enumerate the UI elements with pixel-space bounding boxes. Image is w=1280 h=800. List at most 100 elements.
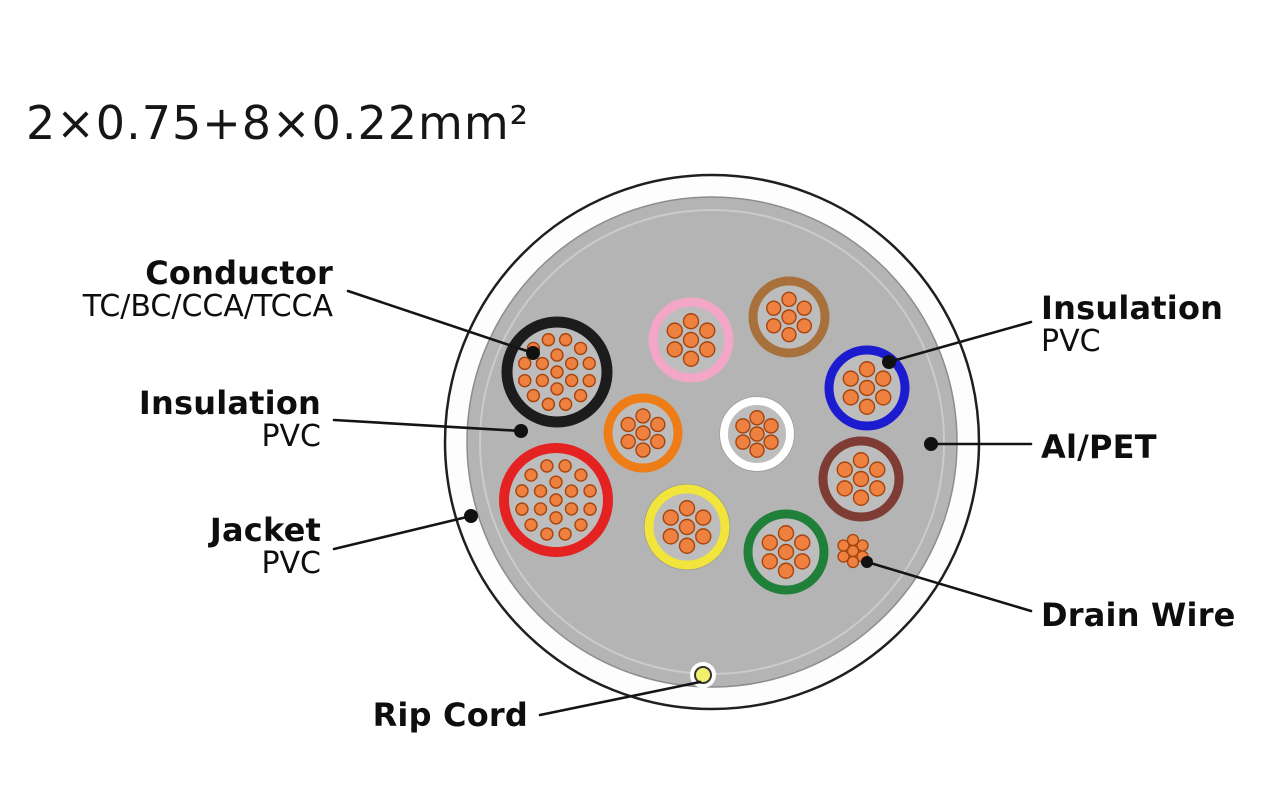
wire-yellow	[643, 483, 731, 571]
wire-yellow-strand	[678, 537, 696, 554]
wire-black-strand	[582, 356, 596, 371]
drain-wire-strand	[856, 539, 869, 552]
wire-orange-strand	[635, 442, 651, 458]
wire-red-strand	[549, 511, 563, 525]
leader-dot-drain-wire	[861, 556, 873, 568]
wire-red-strand	[524, 518, 538, 532]
wire-red	[499, 443, 613, 557]
wire-blue-strand	[842, 370, 859, 387]
wire-pink-strand	[666, 322, 683, 339]
wire-brown-strand	[766, 300, 782, 316]
wire-orange	[603, 393, 683, 473]
label-jacket-title: Jacket	[209, 511, 321, 549]
wire-red-strand	[583, 502, 597, 516]
leader-dot-al-pet	[924, 437, 938, 451]
wire-red-strand	[515, 502, 529, 516]
wire-green	[743, 509, 829, 595]
leader-line-insulation-left	[332, 418, 523, 433]
label-jacket: Jacket PVC	[0, 513, 321, 581]
wire-blue-strand	[842, 389, 859, 406]
wire-white	[719, 396, 795, 472]
wire-green-strand	[777, 543, 795, 561]
label-rip-cord: Rip Cord	[0, 698, 528, 732]
wire-yellow-strand	[678, 518, 696, 536]
wire-blue-strand	[875, 389, 892, 406]
wire-yellow-strand	[695, 528, 712, 545]
label-insulation-right-subtitle: PVC	[1041, 324, 1101, 359]
leader-dot-jacket	[464, 509, 478, 523]
wire-blue-strand	[858, 361, 876, 378]
wire-green-strand	[777, 525, 795, 542]
wire-brown	[748, 276, 830, 358]
wire-red-strand	[524, 468, 538, 482]
wire-blue-strand	[875, 370, 892, 387]
leader-dot-insulation-right	[882, 355, 896, 369]
wire-maroon-strand	[852, 489, 870, 506]
wire-maroon-strand	[836, 461, 853, 478]
leader-line-rip-cord	[538, 680, 702, 717]
wire-red-strand	[533, 502, 548, 516]
label-rip-cord-title: Rip Cord	[372, 696, 528, 734]
wire-pink-strand	[666, 341, 683, 358]
drain-wire-strands	[837, 533, 869, 569]
wire-yellow-strand	[662, 528, 679, 545]
wire-black-strand	[535, 373, 550, 388]
wire-white-strand	[749, 410, 765, 426]
wire-black-strand	[518, 373, 532, 388]
wire-red-strand	[574, 468, 588, 482]
wire-red-strand	[540, 459, 554, 473]
leader-dot-conductor	[526, 346, 540, 360]
label-insulation-left-subtitle: PVC	[261, 419, 321, 454]
wire-black-strand	[550, 365, 564, 379]
label-al-pet-title: Al/PET	[1041, 428, 1157, 466]
label-conductor: Conductor TC/BC/CCA/TCCA	[0, 256, 333, 324]
wire-maroon-strand	[852, 452, 870, 469]
wire-pink-strand	[682, 331, 700, 349]
wire-pink	[648, 297, 734, 383]
drain-wire-strand	[846, 533, 860, 547]
wire-brown-strand	[781, 309, 797, 325]
wire-black	[501, 316, 613, 428]
wire-red-strand	[574, 518, 588, 532]
wire-red-strand	[533, 484, 548, 498]
wire-black-strand	[550, 348, 564, 362]
wire-red-strand	[549, 475, 563, 489]
label-insulation-right-title: Insulation	[1041, 289, 1224, 327]
wire-white-strand	[735, 418, 751, 434]
wire-red-strand	[515, 484, 529, 498]
wire-green-strand	[794, 534, 811, 551]
wire-green-strand	[761, 534, 778, 551]
rip-cord-dot	[694, 666, 712, 684]
wire-green-strand	[761, 553, 778, 570]
al-pet-shield	[466, 196, 958, 688]
wire-white-strand	[735, 434, 751, 450]
wire-orange-strand	[635, 408, 651, 424]
wire-pink-strand	[682, 350, 700, 367]
label-insulation-left: Insulation PVC	[0, 386, 321, 454]
wire-brown-strand	[766, 318, 782, 334]
leader-line-drain-wire	[865, 560, 1033, 613]
wire-orange-strand	[635, 425, 651, 441]
wire-black-strand	[564, 356, 579, 371]
wire-brown-strand	[796, 318, 812, 334]
wire-maroon-strand	[836, 480, 853, 497]
wire-yellow-strand	[678, 500, 696, 517]
wire-pink-strand	[699, 341, 716, 358]
wire-black-strand	[558, 397, 573, 411]
wire-black-strand	[550, 382, 564, 396]
wire-black-strand	[541, 333, 556, 347]
wire-pink-strand	[699, 322, 716, 339]
wire-red-strand	[583, 484, 597, 498]
wire-orange-strand	[650, 433, 666, 450]
wire-black-strand	[541, 397, 556, 411]
wire-blue-strand	[858, 379, 876, 397]
drain-wire-strand	[837, 550, 850, 563]
wire-maroon	[818, 436, 904, 522]
wire-red-strand	[564, 484, 579, 498]
label-drain-wire-title: Drain Wire	[1041, 596, 1236, 634]
wire-brown-strand	[781, 326, 797, 343]
wire-white-strand	[763, 434, 779, 450]
wire-green-strand	[794, 553, 811, 570]
label-drain-wire: Drain Wire	[1041, 598, 1236, 632]
